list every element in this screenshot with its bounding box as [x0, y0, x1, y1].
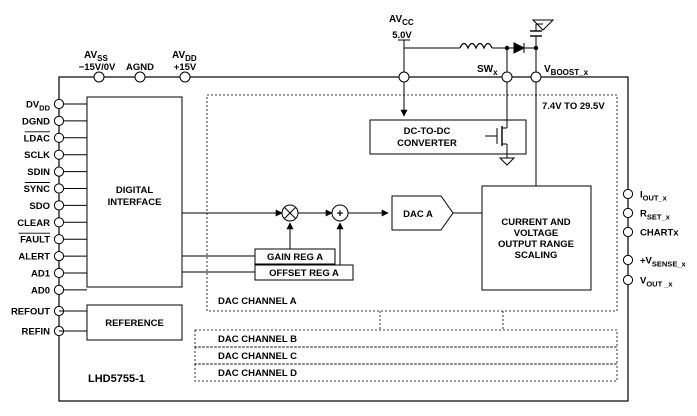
sclk-pin[interactable] — [53, 149, 65, 160]
ad0-pin-label: AD0 — [31, 285, 50, 296]
dac-channel-d-label: DAC CHANNEL D — [218, 368, 297, 379]
dac-channel-b-label: DAC CHANNEL B — [218, 334, 297, 345]
left-pin-wires — [64, 103, 87, 291]
ground-icon-top — [531, 19, 555, 31]
vsense-pin[interactable] — [622, 254, 634, 266]
fault-pin-label: FAULT — [20, 235, 50, 246]
vsense-pin-label: +VSENSE_x — [640, 256, 686, 269]
dac-channel-c-label: DAC CHANNEL C — [218, 351, 297, 362]
avcc-pin[interactable] — [398, 71, 410, 83]
dgnd-pin-label: DGND — [22, 116, 50, 127]
rset-pin-label: RSET_x — [640, 209, 671, 222]
avdd-label: AVDD — [172, 50, 197, 63]
sync-pin[interactable] — [53, 183, 65, 194]
dcdc-label-1: DC-TO-DC — [404, 126, 451, 137]
output-stage-label-2: VOLTAGE — [514, 228, 559, 239]
avdd-value: +15V — [174, 62, 197, 73]
ad0-pin[interactable] — [53, 284, 65, 295]
dac-a-block — [391, 195, 454, 231]
reference-pin-group: REFOUT REFIN — [11, 305, 65, 338]
dac-channel-c-box — [194, 346, 618, 365]
avss-label: AVSS — [84, 50, 108, 63]
diode-icon — [513, 42, 526, 54]
dac-channel-a-label: DAC CHANNEL A — [218, 296, 297, 307]
agnd-label: AGND — [126, 62, 154, 73]
output-stage-label-3: OUTPUT RANGE — [498, 239, 574, 250]
digital-interface-block — [86, 96, 183, 288]
ldac-pin-label: LDAC — [24, 133, 51, 144]
clear-pin-label: CLEAR — [17, 218, 50, 229]
refin-pin-label: REFIN — [22, 327, 51, 338]
boost-range-label: 7.4V TO 29.5V — [542, 101, 605, 112]
dac-a-label: DAC A — [403, 209, 433, 220]
avdd-pin[interactable] — [179, 71, 191, 83]
avss-value: −15V/0V — [79, 62, 116, 73]
dgnd-pin[interactable] — [53, 115, 65, 127]
sdo-pin[interactable] — [53, 200, 65, 211]
adder-symbol: + — [337, 208, 343, 220]
multiplier-x-2 — [284, 207, 296, 219]
vboost-pin[interactable] — [530, 71, 542, 83]
vboost-label: VBOOST_x — [544, 64, 589, 77]
dac-channel-d-box — [194, 363, 618, 382]
ad1-pin-label: AD1 — [31, 269, 51, 280]
agnd-pin[interactable] — [134, 71, 146, 83]
dcdc-converter-block — [369, 119, 527, 155]
chip-name-label: LHD5755-1 — [88, 373, 145, 385]
vout-pin[interactable] — [622, 274, 634, 286]
alert-pin-label: ALERT — [18, 252, 50, 263]
rset-pin[interactable] — [622, 207, 634, 219]
ad1-pin[interactable] — [53, 267, 65, 279]
output-stage-block — [481, 185, 592, 291]
reference-label: REFERENCE — [105, 318, 164, 329]
sdin-pin[interactable] — [53, 166, 65, 177]
fault-pin[interactable] — [53, 234, 65, 245]
reference-block — [86, 304, 183, 341]
avcc-value: 5.0V — [392, 30, 412, 41]
inductor-icon — [459, 42, 493, 50]
sdo-pin-label: SDO — [29, 201, 50, 212]
dac-channel-a-region — [206, 94, 618, 312]
digital-interface-label-1: DIGITAL — [116, 185, 153, 196]
vboost-node-dot — [533, 45, 539, 51]
alert-pin[interactable] — [53, 251, 65, 262]
chart-pin[interactable] — [622, 226, 634, 238]
digital-interface-label-2: INTERFACE — [108, 197, 162, 208]
dvdd-pin[interactable] — [53, 98, 65, 110]
sw-pin[interactable] — [501, 71, 513, 83]
sdin-pin-label: SDIN — [27, 167, 50, 178]
left-pin-group: DVDD DGND LDAC SCLK SDIN SYNC SDO CLEAR FAULT ALE… — [17, 98, 65, 296]
avss-pin[interactable] — [93, 71, 105, 83]
offset-register-label: OFFSET REG A — [269, 268, 339, 279]
sync-pin-label: SYNC — [24, 184, 51, 195]
iout-pin[interactable] — [622, 188, 634, 200]
avcc-label: AVCC — [389, 14, 414, 27]
vout-pin-label: VOUT _x — [640, 276, 673, 289]
refout-pin-label: REFOUT — [11, 307, 50, 318]
iout-pin-label: IOUT_x — [640, 190, 668, 203]
gain-register-label: GAIN REG A — [267, 252, 323, 263]
sw-label: SWx — [477, 64, 498, 77]
sclk-pin-label: SCLK — [24, 150, 50, 161]
dcdc-label-2: CONVERTER — [397, 138, 457, 149]
output-stage-label-4: SCALING — [515, 250, 558, 261]
dvdd-pin-label: DVDD — [26, 100, 51, 113]
ground-icon-converter — [498, 157, 516, 166]
output-stage-label-1: CURRENT AND — [501, 217, 570, 228]
clear-pin[interactable] — [53, 217, 65, 228]
ldac-pin[interactable] — [53, 132, 65, 143]
dac-channel-b-box — [194, 329, 618, 348]
chart-pin-label: CHARTx — [640, 228, 679, 239]
